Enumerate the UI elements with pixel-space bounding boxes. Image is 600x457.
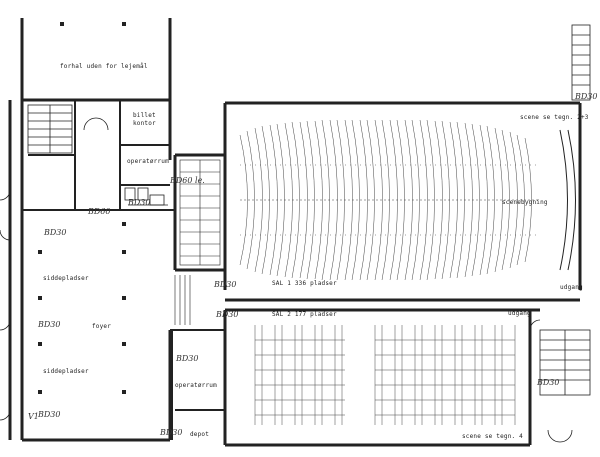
annot-bd30-e: BD30 xyxy=(216,310,239,319)
wc-fixtures xyxy=(124,187,168,206)
annot-bd60-le: BD60 le. xyxy=(170,176,205,185)
label-forhal: forhal uden for lejemål xyxy=(60,63,148,70)
annot-bd30-foyer-bottom: BD30 xyxy=(38,410,61,419)
interior-walls xyxy=(22,100,225,440)
right-stair xyxy=(539,24,591,396)
left-stair xyxy=(27,104,73,154)
label-sal1: SAL 1 336 pladser xyxy=(272,280,337,287)
annot-bd30-scene: BD30 xyxy=(575,92,598,101)
foyer-columns xyxy=(38,22,126,394)
annot-bd30-d: BD30 xyxy=(214,280,237,289)
label-kontor: kontor xyxy=(133,120,156,127)
annot-bd30-depot: BD30 xyxy=(160,428,183,437)
annot-v1: V1 xyxy=(28,412,39,421)
annot-bd30-g: BD30 xyxy=(537,378,560,387)
annot-bd30-b: BD30 xyxy=(38,320,61,329)
label-sal2: SAL 2 177 pladser xyxy=(272,311,337,318)
balcony-rows xyxy=(179,159,221,266)
label-udgang-1: udgang xyxy=(560,284,583,291)
label-depot: depot xyxy=(190,431,210,438)
label-operatorrum-top: operatørrum xyxy=(127,158,169,165)
stage-1 xyxy=(559,129,576,271)
label-operatorrum-bottom: operatørrum xyxy=(175,382,217,389)
annot-bd30-c: BD30 xyxy=(128,198,151,207)
label-scenebygning: scenebygning xyxy=(502,199,548,206)
hall-1-seating xyxy=(239,119,540,281)
ramp-lines xyxy=(174,275,191,325)
annot-bd30-f: BD30 xyxy=(176,354,199,363)
label-siddepladser-1: siddepladser xyxy=(43,275,89,282)
label-scene-1: scene se tegn. 2+3 xyxy=(520,114,589,121)
label-foyer: foyer xyxy=(92,323,112,330)
label-billet: billet xyxy=(133,112,156,119)
doors xyxy=(0,117,573,443)
annot-bd30-a: BD30 xyxy=(44,228,67,237)
label-udgang-2: udgang xyxy=(508,310,531,317)
label-siddepladser-2: siddepladser xyxy=(43,368,89,375)
outer-walls xyxy=(8,18,582,447)
label-scene-2: scene se tegn. 4 xyxy=(462,433,523,440)
annot-bd60: BD60 xyxy=(88,207,111,216)
hall-2-seating xyxy=(254,325,516,425)
